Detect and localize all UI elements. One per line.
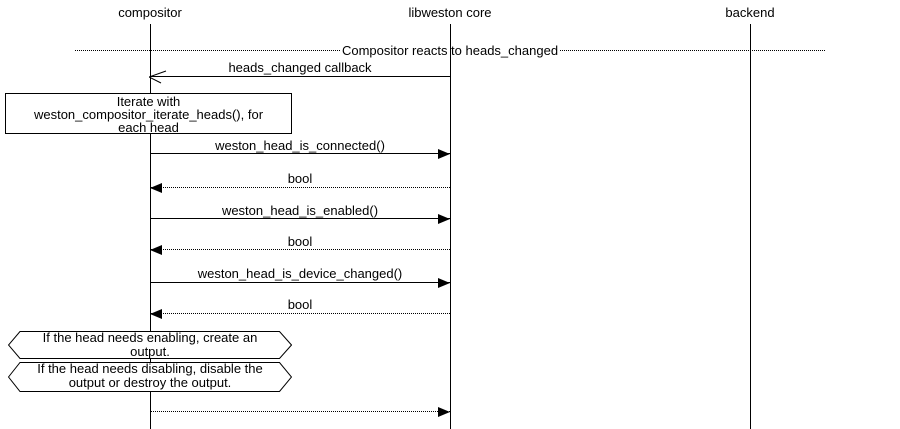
message-line-head-is-connected	[150, 149, 450, 159]
message-label-head-is-enabled: weston_head_is_enabled()	[221, 203, 379, 218]
filled-arrowhead-right-icon	[438, 214, 450, 224]
message-line-final-return	[150, 407, 450, 417]
note-text: If the head needs disabling, disable the…	[37, 361, 263, 390]
note-iterate-heads: Iterate with weston_compositor_iterate_h…	[5, 93, 292, 134]
message-line-bool-2	[150, 245, 450, 255]
divider-label: Compositor reacts to heads_changed	[341, 43, 559, 58]
filled-arrowhead-left-icon	[150, 183, 162, 193]
filled-arrowhead-right-icon	[438, 407, 450, 417]
note-disabling-disable-output: If the head needs disabling, disable the…	[8, 362, 292, 392]
open-arrowhead-left-icon	[149, 70, 167, 84]
actor-label-compositor: compositor	[118, 5, 182, 20]
lifeline-libweston-core	[450, 24, 451, 429]
hexagon-outline	[8, 362, 292, 392]
lifeline-compositor	[150, 24, 151, 429]
message-line-head-is-device-changed	[150, 278, 450, 288]
filled-arrowhead-left-icon	[150, 309, 162, 319]
actor-label-libweston-core: libweston core	[408, 5, 492, 20]
note-line: Iterate with	[116, 94, 181, 109]
hexagon-outline	[8, 331, 292, 359]
note-enabling-create-output: If the head needs enabling, create an ou…	[8, 331, 292, 359]
message-label-head-is-connected: weston_head_is_connected()	[215, 138, 385, 153]
filled-arrowhead-right-icon	[438, 278, 450, 288]
lifeline-backend	[750, 24, 751, 429]
message-line-bool-1	[150, 183, 450, 193]
message-label-bool-3: bool	[287, 297, 313, 312]
message-label-bool-2: bool	[287, 234, 313, 249]
actor-label-backend: backend	[725, 5, 775, 20]
message-label-heads-changed-callback: heads_changed callback	[228, 60, 372, 75]
note-line: weston_compositor_iterate_heads(), for	[33, 107, 264, 122]
message-line-heads-changed-callback	[149, 70, 450, 84]
message-label-head-is-device-changed: weston_head_is_device_changed()	[197, 266, 403, 281]
message-line-head-is-enabled	[150, 214, 450, 224]
message-line-bool-3	[150, 309, 450, 319]
filled-arrowhead-left-icon	[150, 245, 162, 255]
filled-arrowhead-right-icon	[438, 149, 450, 159]
divider: Compositor reacts to heads_changed	[75, 43, 826, 58]
note-line: each head	[118, 120, 179, 135]
message-label-bool-1: bool	[287, 171, 313, 186]
divider-line-right	[560, 50, 826, 51]
note-text: If the head needs enabling, create an ou…	[42, 330, 258, 359]
divider-line-left	[75, 50, 340, 51]
